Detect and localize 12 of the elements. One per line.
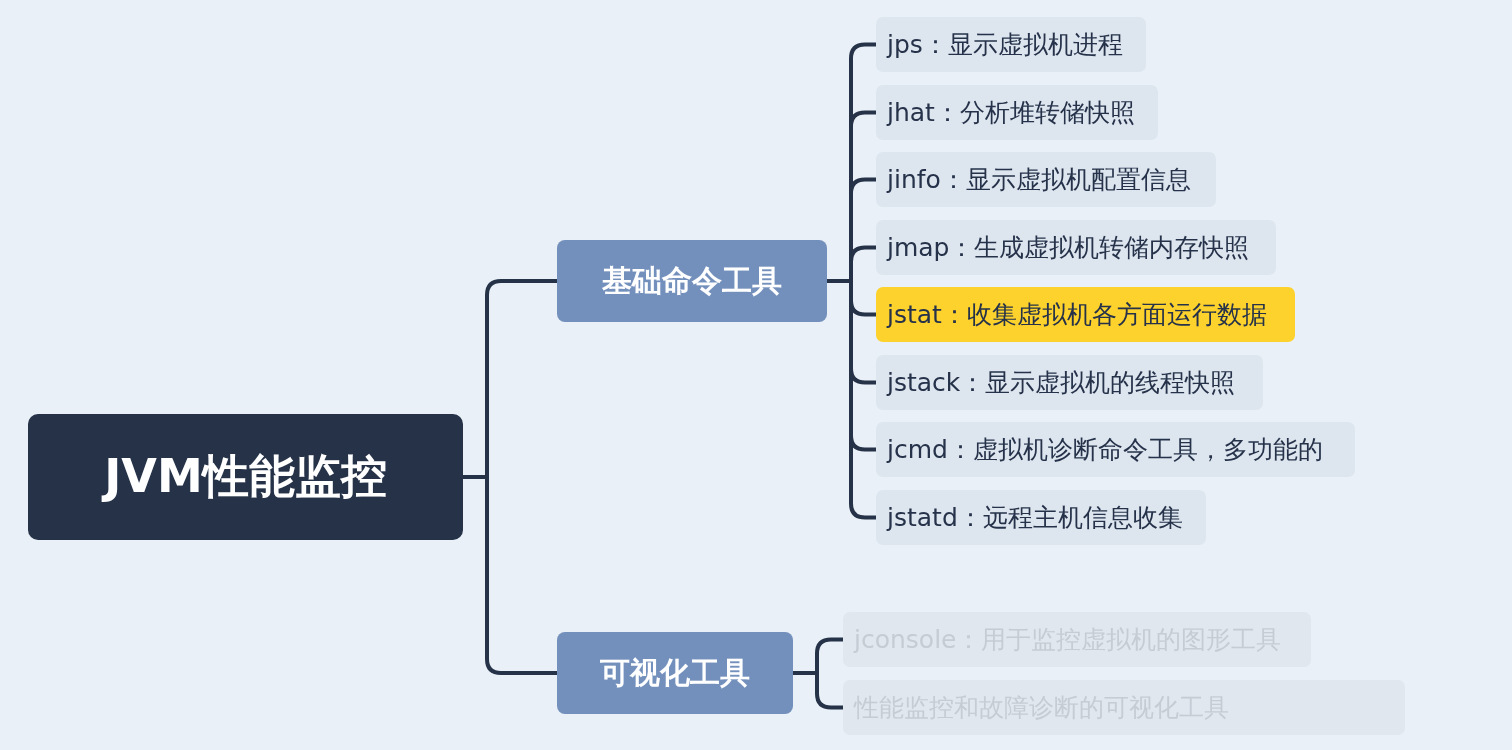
subtopic-box: jps：显示虚拟机进程 [876,17,1146,72]
subtopic-box: jmap：生成虚拟机转储内存快照 [876,220,1276,275]
highlighted-subtopic-box: jstat：收集虚拟机各方面运行数据 [876,287,1295,342]
subtopic-box: jcmd：虚拟机诊断命令工具，多功能的 [876,422,1355,477]
subtopic-box: jstack：显示虚拟机的线程快照 [876,355,1263,410]
topic-box: 可视化工具 [557,632,793,714]
topic-box: 基础命令工具 [557,240,827,322]
root-topic-box: JVM性能监控 [28,414,463,540]
subtopic-box: jhat：分析堆转储快照 [876,85,1158,140]
subtopic-box: jinfo：显示虚拟机配置信息 [876,152,1216,207]
subtopic-box: jstatd：远程主机信息收集 [876,490,1206,545]
connector-line [463,475,557,675]
